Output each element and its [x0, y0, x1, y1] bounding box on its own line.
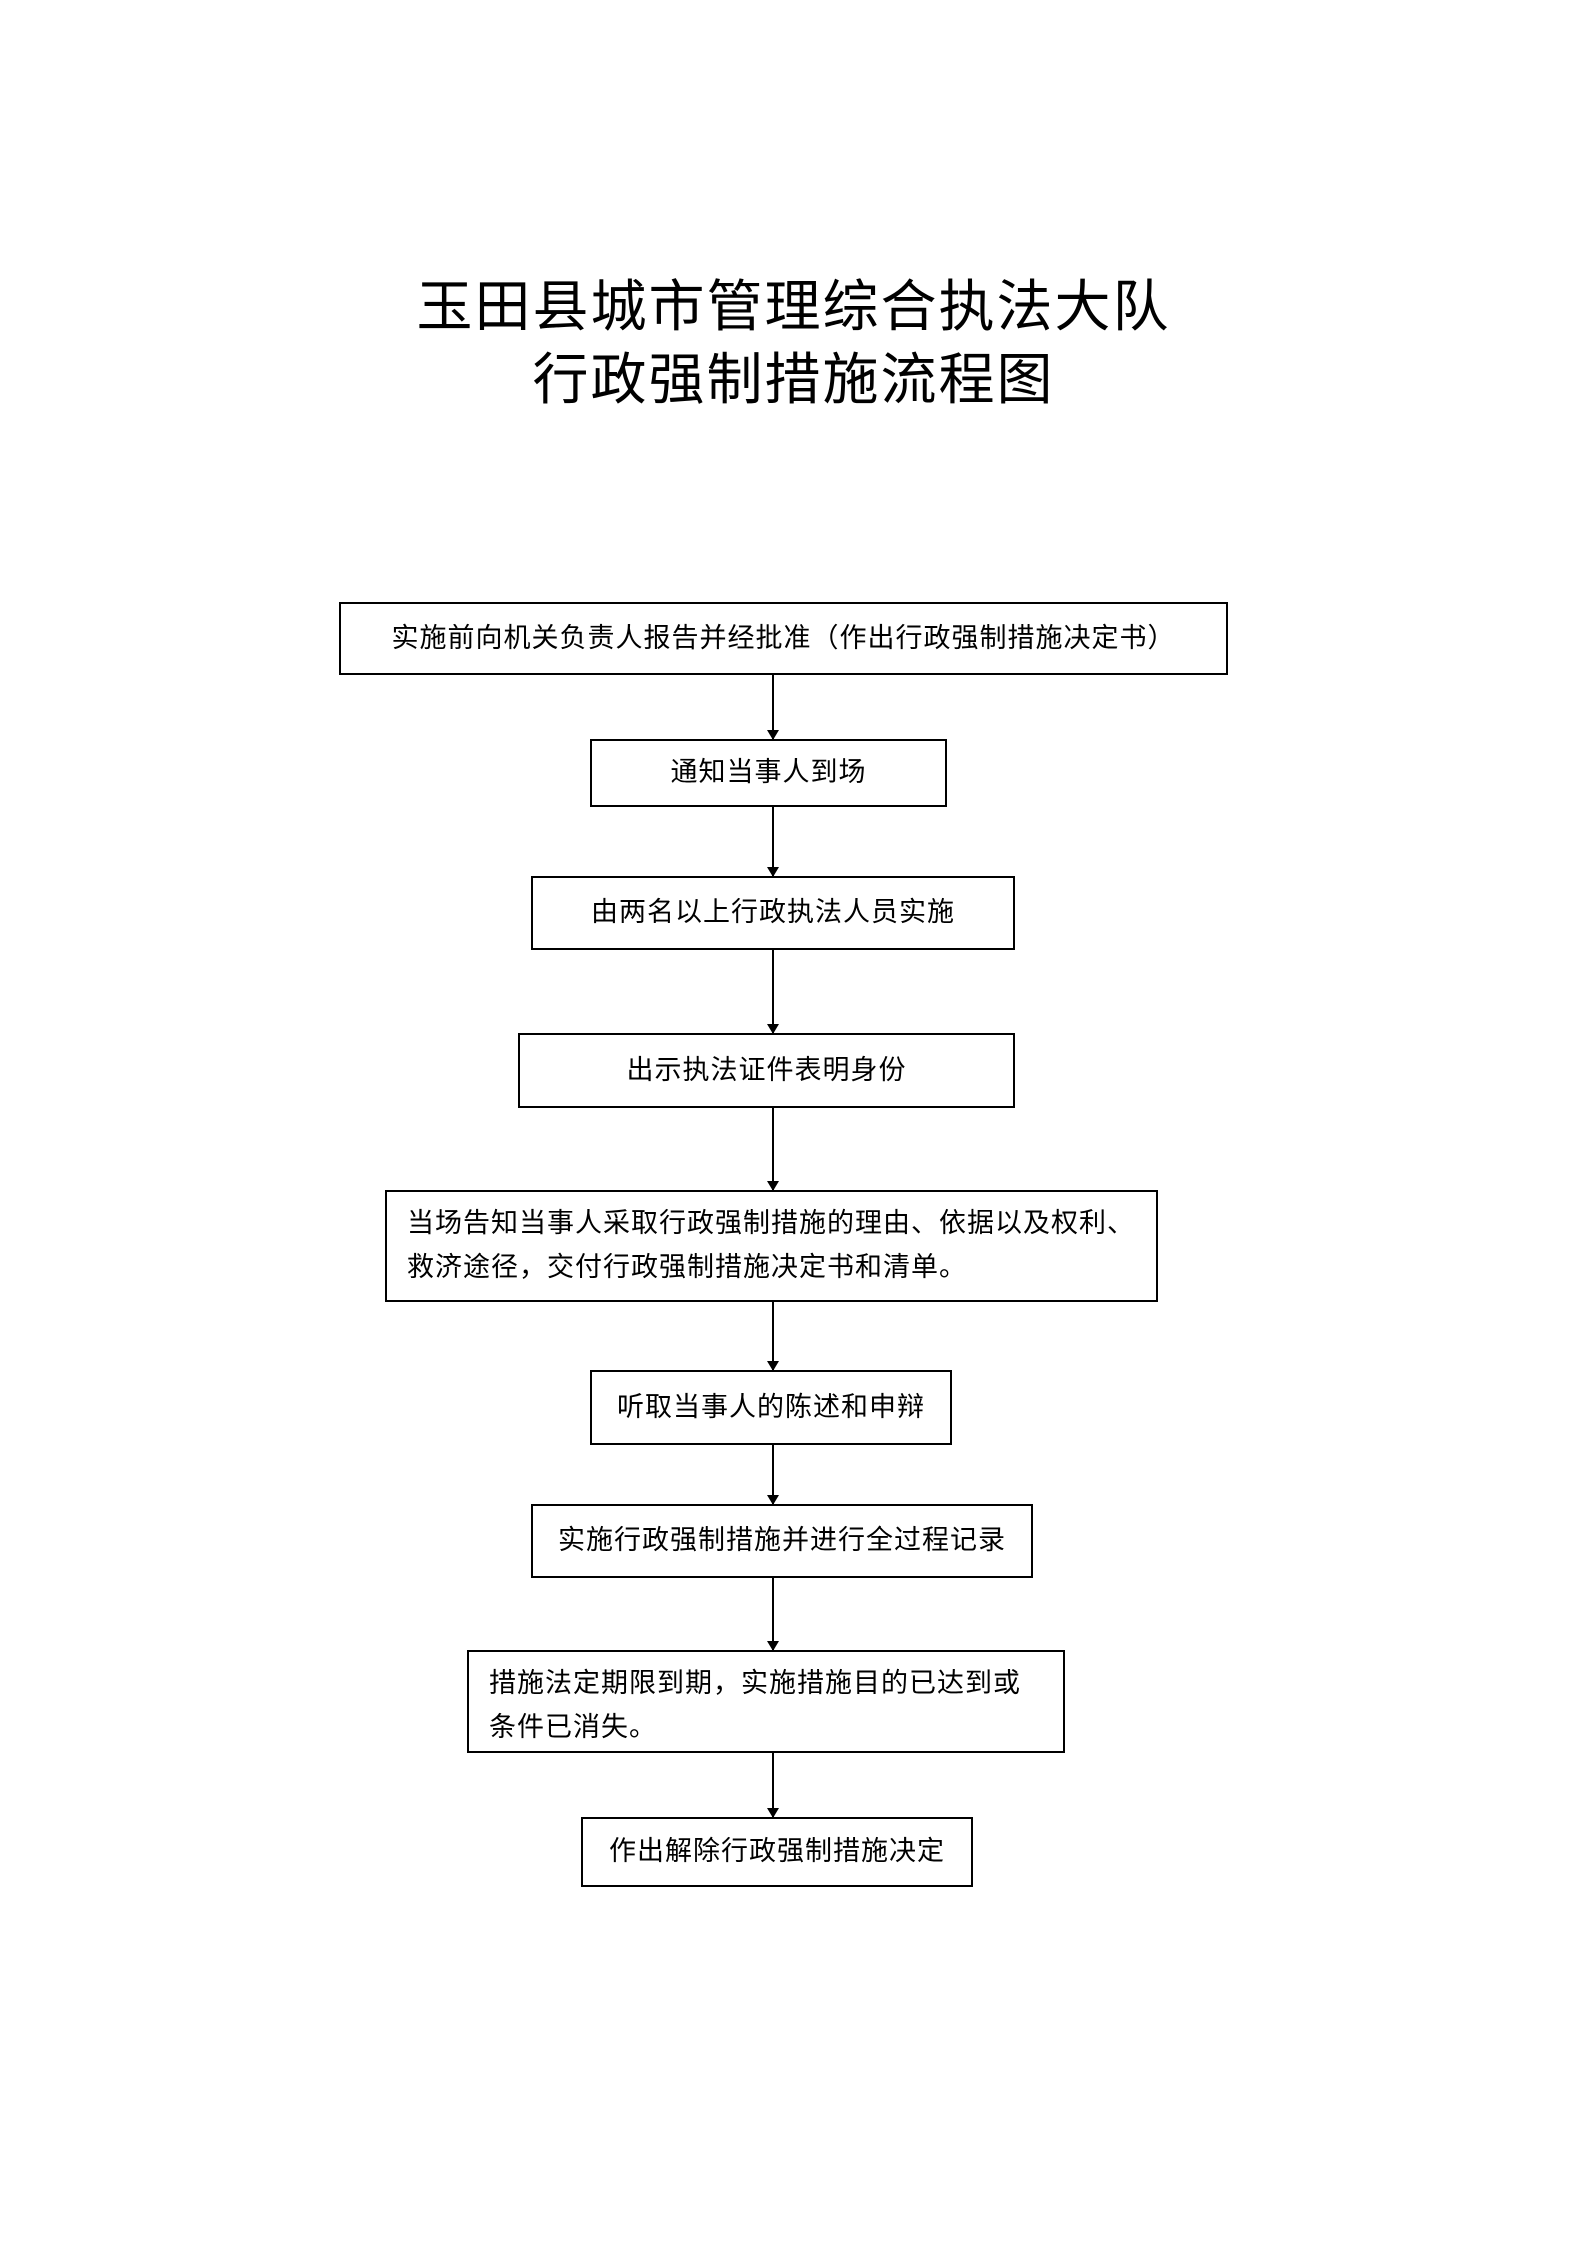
flow-step-2: 通知当事人到场 [590, 739, 947, 807]
page-title-line2: 行政强制措施流程图 [532, 348, 1055, 413]
flow-step-9: 作出解除行政强制措施决定 [581, 1817, 973, 1887]
flow-step-5: 当场告知当事人采取行政强制措施的理由、依据以及权利、救济途径，交付行政强制措施决… [385, 1190, 1158, 1302]
flow-step-4: 出示执法证件表明身份 [518, 1033, 1015, 1108]
flow-step-1: 实施前向机关负责人报告并经批准（作出行政强制措施决定书） [339, 602, 1228, 675]
flow-step-3: 由两名以上行政执法人员实施 [531, 876, 1015, 950]
flow-step-8: 措施法定期限到期，实施措施目的已达到或条件已消失。 [467, 1650, 1065, 1753]
flow-step-6: 听取当事人的陈述和申辩 [590, 1370, 952, 1445]
page-title-line1: 玉田县城市管理综合执法大队 [416, 275, 1171, 340]
flow-step-7: 实施行政强制措施并进行全过程记录 [531, 1504, 1033, 1578]
